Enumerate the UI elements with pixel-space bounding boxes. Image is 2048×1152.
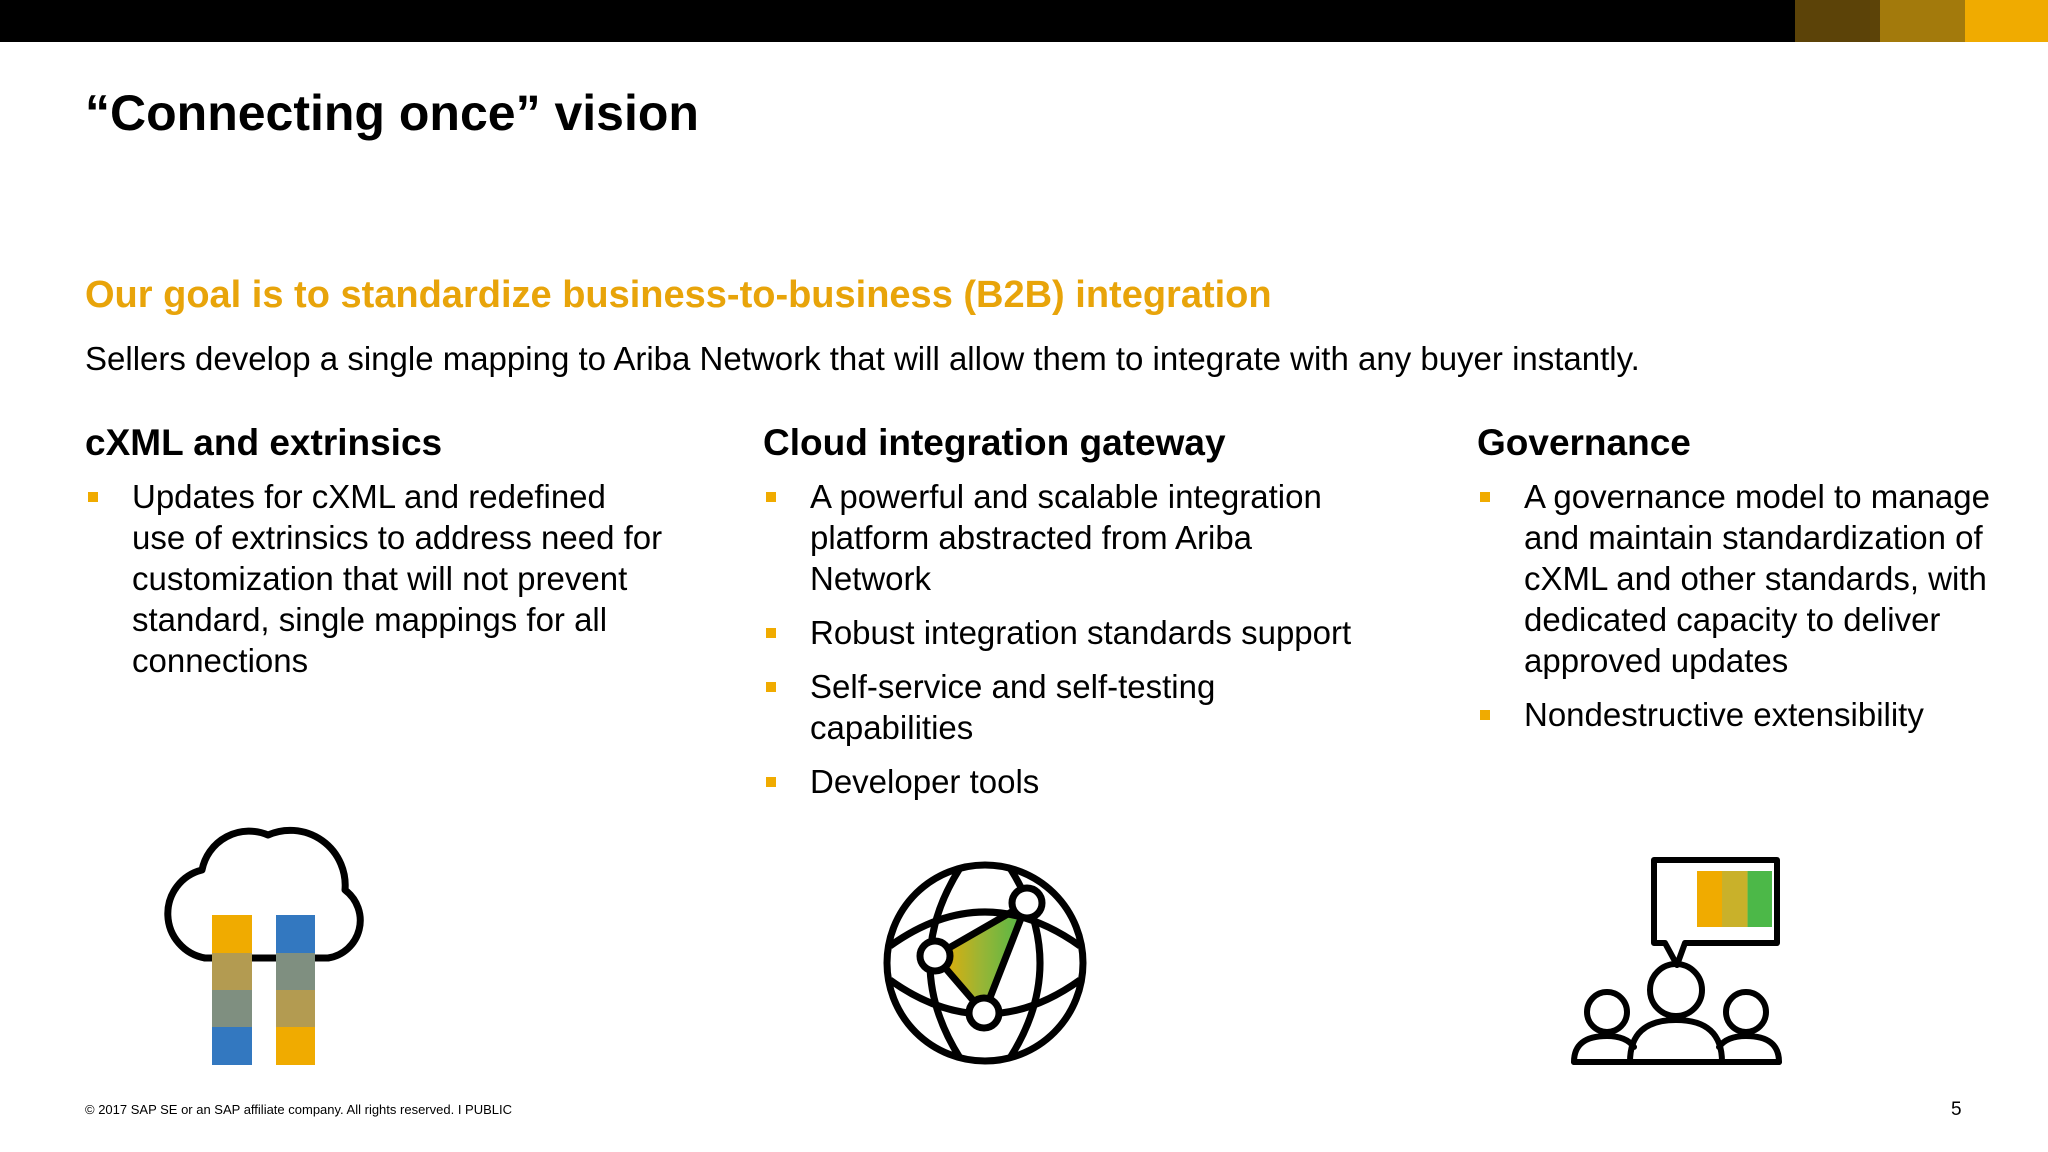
top-brand-bar [0, 0, 2048, 42]
list-item: A powerful and scalable integration plat… [763, 476, 1363, 599]
cloud-integration-icon [164, 826, 364, 1065]
bullet-square-icon [88, 492, 98, 502]
intro-text: Sellers develop a single mapping to Arib… [85, 340, 1640, 377]
brand-swatch-light [1965, 0, 2048, 42]
bullet-text: Developer tools [810, 763, 1040, 800]
globe-network-icon [883, 861, 1087, 1065]
bullet-square-icon [766, 777, 776, 787]
bullet-square-icon [1480, 492, 1490, 502]
column-governance: Governance A governance model to manage … [1477, 422, 1997, 748]
column-cxml: cXML and extrinsics Updates for cXML and… [85, 422, 665, 694]
bullet-text: A powerful and scalable integration plat… [810, 478, 1322, 597]
column-heading: cXML and extrinsics [85, 422, 443, 463]
column-cloud-gateway: Cloud integration gateway A powerful and… [763, 422, 1363, 815]
goal-statement: Our goal is to standardize business-to-b… [85, 274, 1272, 316]
bullet-square-icon [766, 492, 776, 502]
bullet-text: Robust integration standards support [810, 614, 1352, 651]
bullet-list: A governance model to manage and maintai… [1477, 476, 1997, 735]
list-item: Nondestructive extensibility [1477, 694, 1997, 735]
bullet-list: A powerful and scalable integration plat… [763, 476, 1363, 802]
bullet-text: Nondestructive extensibility [1524, 696, 1924, 733]
brand-swatch-mid [1880, 0, 1965, 42]
bullet-square-icon [1480, 710, 1490, 720]
bullet-text: Self-service and self-testing capabiliti… [810, 668, 1216, 746]
list-item: Updates for cXML and redefined use of ex… [85, 476, 665, 681]
bullet-text: Updates for cXML and redefined use of ex… [132, 478, 663, 679]
column-heading: Cloud integration gateway [763, 422, 1226, 463]
bullet-list: Updates for cXML and redefined use of ex… [85, 476, 665, 681]
copyright-footer: © 2017 SAP SE or an SAP affiliate compan… [85, 1102, 513, 1117]
list-item: A governance model to manage and maintai… [1477, 476, 1997, 681]
column-heading: Governance [1477, 422, 1691, 463]
bullet-square-icon [766, 682, 776, 692]
slide-title: “Connecting once” vision [85, 85, 699, 141]
list-item: Self-service and self-testing capabiliti… [763, 666, 1363, 748]
bullet-text: A governance model to manage and maintai… [1524, 478, 1990, 679]
brand-swatch-dark [1795, 0, 1880, 42]
people-discussion-icon [1571, 857, 1782, 1065]
page-number: 5 [1951, 1099, 1962, 1120]
list-item: Developer tools [763, 761, 1363, 802]
bullet-square-icon [766, 628, 776, 638]
list-item: Robust integration standards support [763, 612, 1363, 653]
